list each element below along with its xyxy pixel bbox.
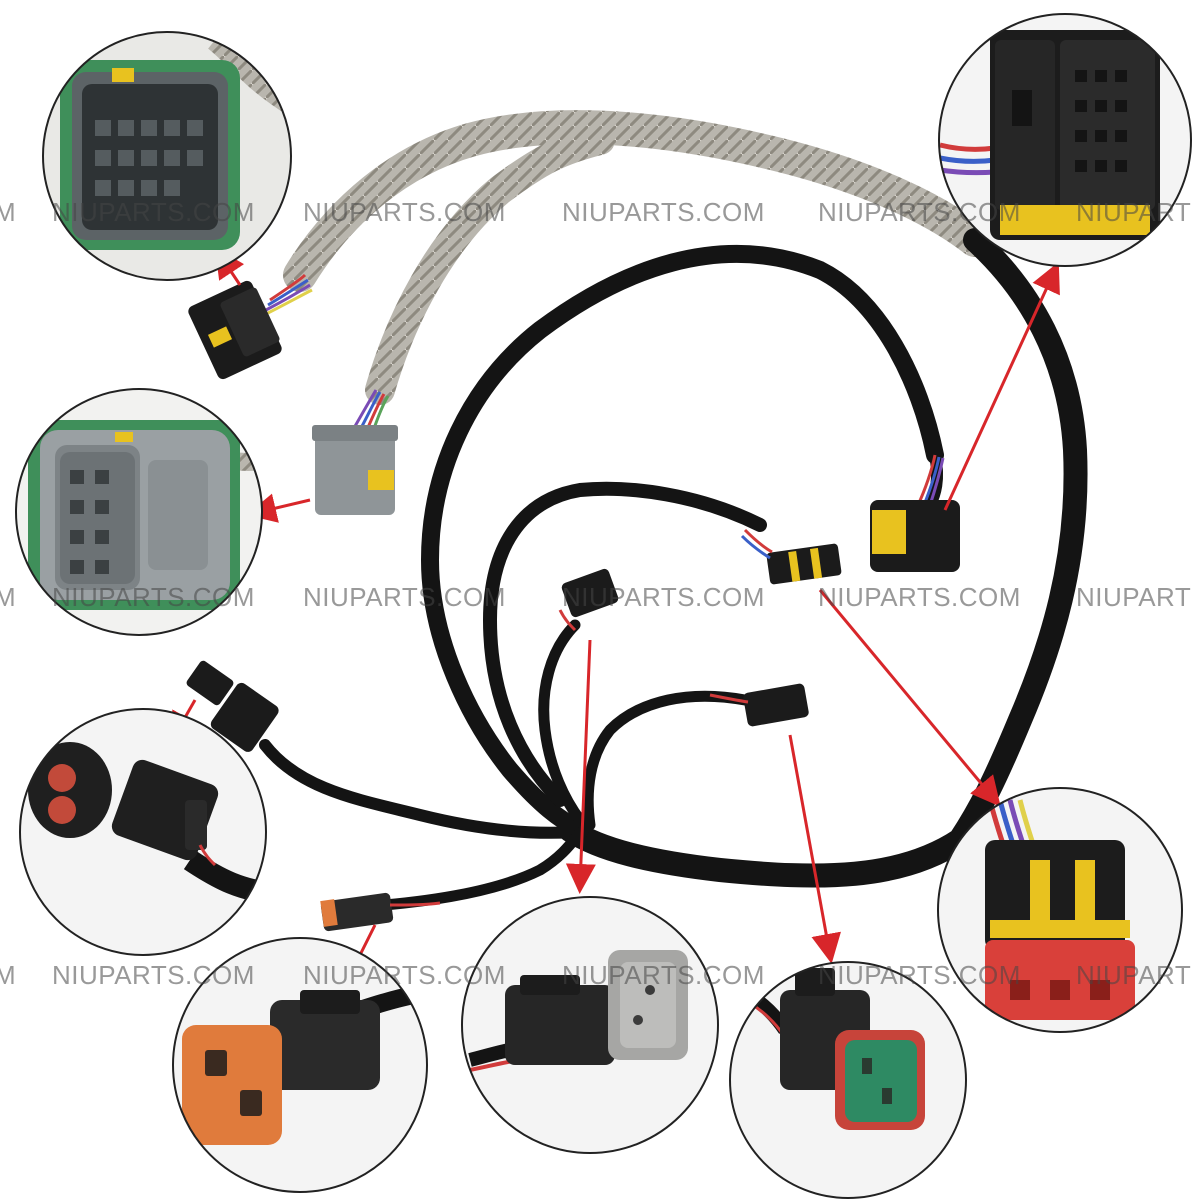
- watermark-text: NIUPART: [1076, 582, 1192, 612]
- callout-orange-deutsch-bottom-left: [172, 937, 428, 1193]
- arrow-bottom-right: [788, 734, 842, 964]
- loom-branch-mid: [482, 481, 767, 807]
- watermark-text: NIUPARTS.COM: [818, 582, 1021, 612]
- connector-dt-right-body: [709, 683, 809, 727]
- connector-black-multipin-icon: [939, 30, 1160, 240]
- callout-gray-connector-green-seal-left: [15, 388, 263, 636]
- callout-red-seal-superseal-right: [937, 787, 1183, 1033]
- connector-superseal-small-body: [740, 528, 842, 585]
- foil-branch-lower: [365, 125, 615, 405]
- watermark-text: NIUPARTS.COM: [818, 197, 1021, 227]
- connector-dt-bottom-left-body: [320, 892, 441, 932]
- watermark-row-1: M NIUPARTS.COM NIUPARTS.COM NIUPARTS.COM…: [0, 197, 1200, 237]
- watermark-text: NIUPARTS.COM: [818, 960, 1021, 990]
- callout-black-multipin-top-right: [938, 13, 1192, 267]
- arrow-right-superseal: [818, 589, 1001, 807]
- connector-black-yellow-body: [870, 500, 960, 572]
- loom-branch-bottom-dt: [379, 829, 584, 911]
- wire-fan-top-left: [263, 273, 313, 317]
- watermark-text: NIUPARTS.COM: [562, 582, 765, 612]
- watermark-text: NIUPARTS.COM: [52, 960, 255, 990]
- connector-gray-large-icon: [43, 32, 291, 280]
- connector-green-dt-icon: [736, 968, 925, 1130]
- loom-branch-dt-center: [538, 619, 586, 826]
- connector-gray-dt-icon: [468, 950, 688, 1072]
- watermark-text: NIUPART: [1076, 960, 1192, 990]
- watermark-text: NIUPARTS.COM: [303, 582, 506, 612]
- arrow-gray-left: [246, 493, 311, 523]
- foil-branch-upper: [283, 110, 992, 292]
- connector-dt-center-body: [558, 568, 619, 632]
- callout-green-deutsch-bottom-right: [729, 961, 967, 1199]
- watermark-text: NIUPARTS.COM: [562, 197, 765, 227]
- connector-gray-mid-body: [312, 425, 398, 515]
- watermark-text: M: [0, 582, 17, 612]
- watermark-row-2: M NIUPARTS.COM NIUPARTS.COM NIUPARTS.COM…: [0, 582, 1200, 622]
- watermark-text: NIUPARTS.COM: [303, 197, 506, 227]
- connector-gray-green-seal-icon: [28, 420, 262, 610]
- arrow-top-right: [943, 261, 1060, 511]
- connector-2pin-black-icon: [28, 742, 266, 906]
- watermark-text: NIUPARTS.COM: [303, 960, 506, 990]
- loom-main-loop: [558, 228, 1088, 888]
- callout-gray-deutsch-bottom-center: [461, 896, 719, 1154]
- watermark-text: M: [0, 197, 17, 227]
- connector-top-left-body: [188, 280, 282, 380]
- watermark-text: NIUPARTS.COM: [562, 960, 765, 990]
- callout-large-gray-connector-top-left: [42, 31, 292, 281]
- connector-orange-dt-icon: [182, 981, 427, 1145]
- watermark-row-3: M NIUPARTS.COM NIUPARTS.COM NIUPARTS.COM…: [0, 960, 1200, 1000]
- wire-harness: [186, 86, 1088, 932]
- arrow-center: [565, 639, 596, 894]
- watermark-text: NIUPART: [1076, 197, 1192, 227]
- watermark-text: NIUPARTS.COM: [52, 197, 255, 227]
- watermark-text: NIUPARTS.COM: [52, 582, 255, 612]
- watermark-text: M: [0, 960, 17, 990]
- connector-2pin-left-body: [186, 660, 279, 752]
- loom-branch-left-2pin: [259, 739, 581, 839]
- loom-branch-dt-right: [582, 690, 751, 831]
- connector-red-seal-icon: [985, 799, 1135, 1020]
- callout-2pin-weatherpack-left: [19, 708, 267, 956]
- loom-inner-loop: [420, 244, 944, 839]
